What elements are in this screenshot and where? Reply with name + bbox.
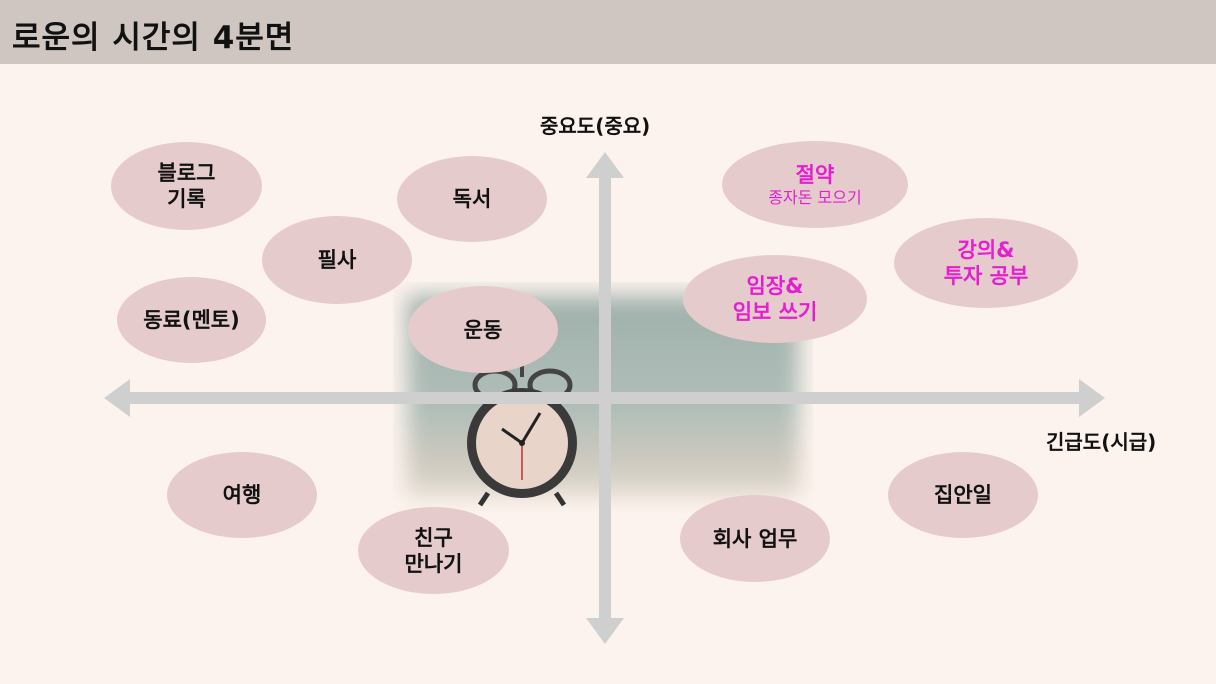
item-housework-bubble: 집안일 <box>888 452 1038 538</box>
down-arrow-icon <box>586 618 624 644</box>
item-reading-bubble: 독서 <box>397 156 547 242</box>
item-label: 필사 <box>317 248 357 272</box>
item-label: 집안일 <box>934 483 992 507</box>
left-arrow-icon <box>104 379 130 417</box>
item-blog-bubble: 블로그 기록 <box>111 142 262 230</box>
item-label: 블로그 <box>157 161 216 185</box>
item-exercise-bubble: 운동 <box>408 286 558 373</box>
item-colleague-bubble: 동료(멘토) <box>117 277 266 363</box>
item-label: 동료(멘토) <box>143 308 240 332</box>
importance-axis-label: 중요도(중요) <box>540 114 651 138</box>
item-label: 독서 <box>452 187 492 211</box>
alarm-clock-icon <box>467 363 577 507</box>
item-label: 투자 공부 <box>943 264 1029 288</box>
item-journal-bubble: 임장& 임보 쓰기 <box>683 255 867 343</box>
item-label: 임장& <box>746 274 804 298</box>
item-sublabel: 종자돈 모으기 <box>768 187 862 207</box>
right-arrow-icon <box>1079 379 1105 417</box>
item-label: 친구 <box>414 525 453 550</box>
item-travel-bubble: 여행 <box>167 452 317 538</box>
up-arrow-icon <box>586 152 624 178</box>
item-saving-bubble: 절약 종자돈 모으기 <box>722 141 908 228</box>
urgency-axis-label: 긴급도(시급) <box>1046 430 1157 454</box>
title-bar: 로운의 시간의 4분면 <box>0 0 1216 64</box>
item-label: 절약 <box>795 162 835 187</box>
item-lecture-bubble: 강의& 투자 공부 <box>894 218 1078 308</box>
item-transcribe-bubble: 필사 <box>262 216 412 304</box>
item-label: 만나기 <box>404 551 463 576</box>
horizontal-axis <box>128 392 1083 404</box>
item-label: 임보 쓰기 <box>732 300 818 324</box>
item-label: 회사 업무 <box>712 526 798 551</box>
page-title: 로운의 시간의 4분면 <box>12 20 295 56</box>
item-label: 여행 <box>222 483 262 507</box>
item-work-bubble: 회사 업무 <box>680 495 830 582</box>
item-label: 강의& <box>957 238 1015 262</box>
item-friends-bubble: 친구 만나기 <box>358 507 509 594</box>
item-label: 운동 <box>463 317 503 342</box>
item-label: 기록 <box>167 187 206 211</box>
